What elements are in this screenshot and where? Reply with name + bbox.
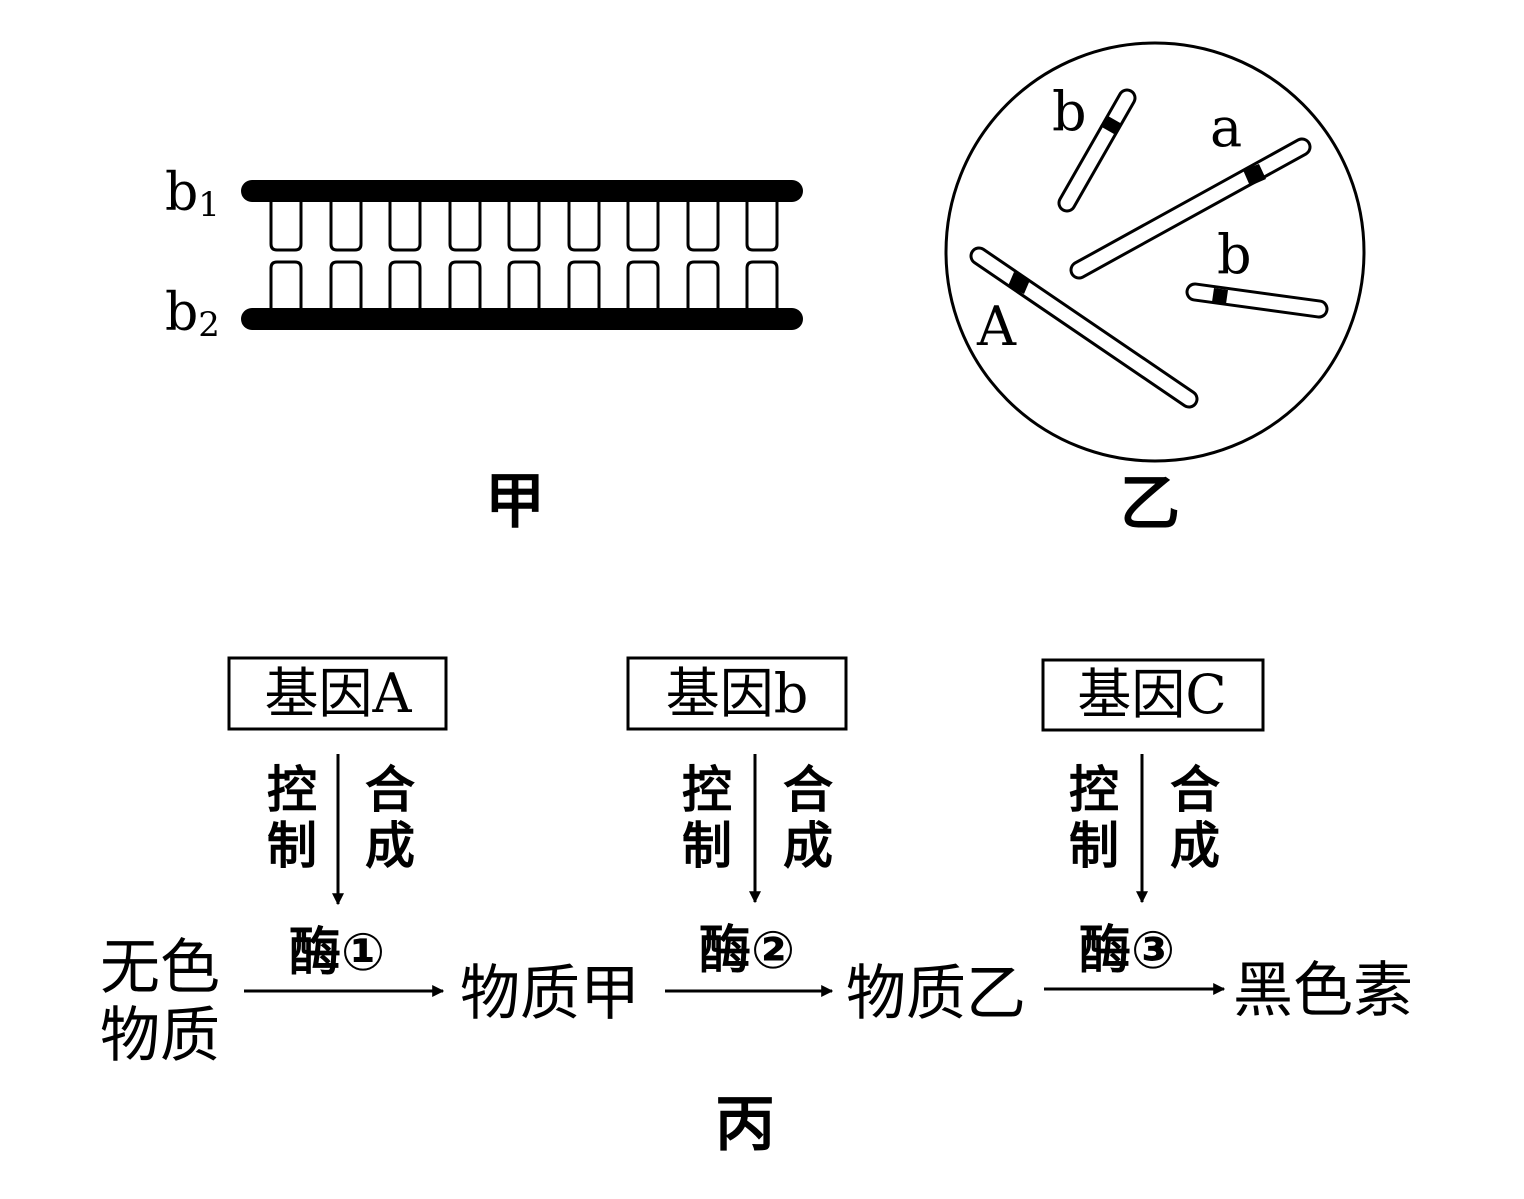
- base-bottom: [388, 260, 422, 312]
- substance-start-line2: 物质: [100, 1001, 220, 1071]
- gene-b-verb-left-1: 控: [682, 761, 732, 819]
- pathway-diagram: 基因A 控 制 合 成 酶① 基因b 控 制 合 成 酶② 基因C 控 制 合: [100, 656, 1413, 1160]
- centromere: [1243, 164, 1266, 186]
- base-top: [329, 198, 363, 252]
- gene-c-column: 基因C 控 制 合 成 酶③: [1041, 658, 1265, 981]
- substance-start-line1: 无色: [100, 933, 220, 1003]
- base-top: [448, 198, 482, 252]
- base-pairs: [269, 198, 779, 312]
- substance-jia: 物质甲: [460, 959, 640, 1029]
- chromosome-A: [969, 246, 1199, 409]
- centromere: [1100, 116, 1122, 134]
- gene-a-box: [227, 656, 448, 731]
- base-bottom: [686, 260, 720, 312]
- gene-b-column: 基因b 控 制 合 成 酶②: [626, 656, 848, 981]
- cell-chromosome-diagram: b a b A 乙: [944, 41, 1366, 539]
- gene-b-label: 基因b: [666, 662, 809, 725]
- caption-yi: 乙: [1120, 469, 1180, 539]
- base-bottom: [269, 260, 303, 312]
- strand-b1-label: b1: [165, 163, 220, 225]
- base-top: [269, 198, 303, 252]
- base-bottom: [329, 260, 363, 312]
- enzyme-3-label: 酶③: [1079, 921, 1175, 981]
- substance-yi: 物质乙: [846, 959, 1026, 1029]
- gene-c-verb-left-1: 控: [1069, 761, 1119, 819]
- base-top: [626, 198, 660, 252]
- label-a: a: [1210, 96, 1242, 159]
- caption-jia: 甲: [485, 467, 545, 537]
- gene-b-verb-right-1: 合: [783, 761, 833, 819]
- gene-b-verb-left-2: 制: [682, 817, 732, 875]
- base-bottom: [567, 260, 601, 312]
- gene-a-verb-left-1: 控: [267, 761, 317, 819]
- gene-a-column: 基因A 控 制 合 成 酶①: [227, 656, 448, 983]
- base-bottom: [626, 260, 660, 312]
- gene-a-verb-right-2: 成: [365, 817, 415, 875]
- gene-c-box: [1041, 658, 1265, 732]
- base-bottom: [745, 260, 779, 312]
- gene-a-label: 基因A: [265, 662, 413, 725]
- dna-double-strand-diagram: b1 b2 甲: [165, 163, 803, 537]
- caption-bing: 丙: [715, 1090, 775, 1160]
- chromosome-b-short: [1057, 88, 1137, 213]
- base-top: [745, 198, 779, 252]
- enzyme-2-label: 酶②: [699, 921, 795, 981]
- base-top: [388, 198, 422, 252]
- base-bottom: [448, 260, 482, 312]
- gene-c-verb-left-2: 制: [1069, 817, 1119, 875]
- centromere: [1008, 272, 1030, 294]
- gene-a-verb-left-2: 制: [267, 817, 317, 875]
- gene-a-verb-right-1: 合: [365, 761, 415, 819]
- gene-c-verb-right-2: 成: [1170, 817, 1220, 875]
- gene-b-box: [626, 656, 848, 731]
- enzyme-1-label: 酶①: [289, 923, 385, 983]
- cell-outline: [944, 41, 1366, 463]
- strand-b2-label: b2: [165, 283, 220, 345]
- base-top: [686, 198, 720, 252]
- gene-c-label: 基因C: [1077, 663, 1226, 726]
- base-top: [567, 198, 601, 252]
- gene-b-verb-right-2: 成: [783, 817, 833, 875]
- label-A: A: [976, 295, 1017, 358]
- chromosome-a: [1069, 137, 1312, 280]
- base-top: [507, 198, 541, 252]
- gene-c-verb-right-1: 合: [1170, 761, 1220, 819]
- substance-end: 黑色素: [1233, 956, 1413, 1026]
- base-bottom: [507, 260, 541, 312]
- label-b-right: b: [1217, 223, 1252, 286]
- centromere: [1212, 288, 1228, 304]
- label-b-top: b: [1052, 80, 1087, 143]
- chromosome-b-horizontal: [1185, 282, 1329, 319]
